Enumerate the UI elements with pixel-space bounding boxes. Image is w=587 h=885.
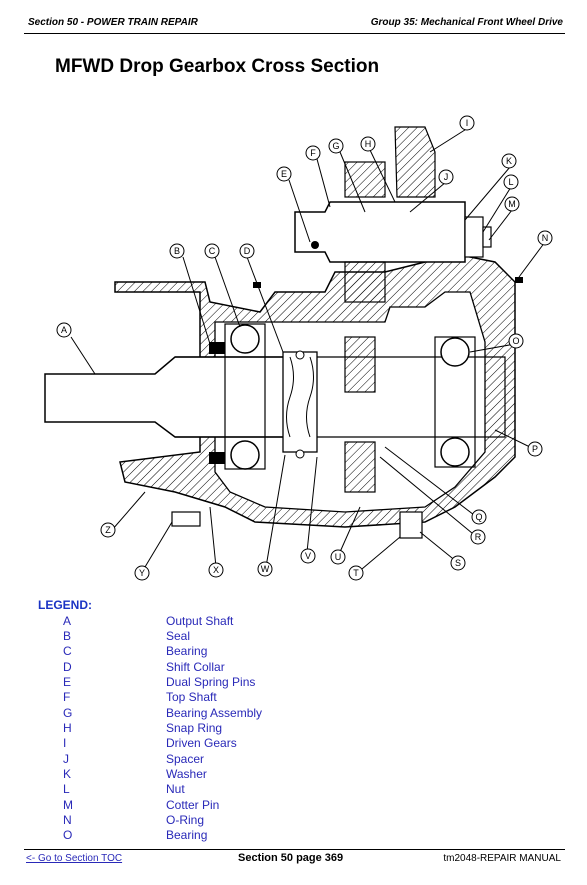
callout-leader-lines	[70, 127, 546, 575]
legend-letter: A	[63, 614, 72, 628]
callout-x: X	[213, 565, 219, 575]
gearbox-cross-section-diagram: A B C D E F G H I J K L M N O P Q R S T …	[44, 115, 553, 581]
legend-desc: Snap Ring	[166, 721, 223, 735]
legend-letter: K	[63, 767, 72, 781]
callout-c: C	[209, 246, 216, 256]
callout-q: Q	[475, 512, 482, 522]
footer-rule	[24, 849, 565, 850]
housing-shapes	[44, 126, 523, 539]
page-title: MFWD Drop Gearbox Cross Section	[55, 56, 380, 77]
legend-desc: Dual Spring Pins	[166, 675, 256, 689]
legend-desc: Nut	[166, 782, 185, 796]
legend-letter: L	[63, 782, 70, 796]
legend-desc: Top Shaft	[166, 690, 217, 704]
legend-letter: F	[63, 690, 71, 704]
callout-p: P	[532, 444, 538, 454]
callout-u: U	[335, 552, 342, 562]
callout-a: A	[61, 325, 67, 335]
header-group: Group 35: Mechanical Front Wheel Drive	[370, 17, 563, 28]
callout-labels: A B C D E F G H I J K L M N O P Q R S T …	[61, 118, 548, 578]
callout-j: J	[444, 172, 449, 182]
callout-k: K	[506, 156, 512, 166]
legend-heading: LEGEND:	[38, 598, 92, 612]
legend-desc: Washer	[166, 767, 207, 781]
legend-letter: M	[63, 798, 73, 812]
legend-letter: G	[63, 706, 73, 720]
callout-t: T	[353, 568, 359, 578]
callout-y: Y	[139, 568, 145, 578]
legend-letter: H	[63, 721, 72, 735]
callout-w: W	[261, 564, 270, 574]
page-number: Section 50 page 369	[238, 852, 344, 864]
legend-desc: Output Shaft	[166, 614, 234, 628]
callout-g: G	[332, 141, 339, 151]
legend-desc: Spacer	[166, 752, 205, 766]
callout-b: B	[174, 246, 180, 256]
go-to-section-toc-link[interactable]: <- Go to Section TOC	[26, 853, 123, 864]
legend-letter: J	[63, 752, 69, 766]
callout-h: H	[365, 139, 372, 149]
legend-desc: O-Ring	[166, 813, 205, 827]
callout-f: F	[310, 148, 316, 158]
legend-desc: Bearing	[166, 644, 208, 658]
legend-desc: Bearing Assembly	[166, 706, 263, 720]
callout-d: D	[244, 246, 251, 256]
legend-desc: Seal	[166, 629, 191, 643]
legend-letter: B	[63, 629, 72, 643]
legend-letter: O	[63, 828, 73, 842]
callout-markers	[56, 115, 553, 581]
legend-letter: E	[63, 675, 72, 689]
legend-desc: Cotter Pin	[166, 798, 220, 812]
header-rule	[24, 33, 565, 34]
callout-l: L	[508, 177, 513, 187]
callout-r: R	[475, 532, 482, 542]
callout-z: Z	[105, 525, 111, 535]
legend-letter: C	[63, 644, 72, 658]
callout-n: N	[542, 233, 549, 243]
callout-v: V	[305, 551, 311, 561]
callout-e: E	[281, 169, 287, 179]
header-section: Section 50 - POWER TRAIN REPAIR	[28, 17, 198, 28]
legend-letter: D	[63, 660, 72, 674]
callout-m: M	[508, 199, 516, 209]
callout-o: O	[512, 336, 519, 346]
legend-desc: Shift Collar	[166, 660, 225, 674]
legend-letter: N	[63, 813, 72, 827]
legend-desc: Driven Gears	[166, 736, 237, 750]
manual-id: tm2048-REPAIR MANUAL	[443, 853, 561, 864]
legend-desc: Bearing	[166, 828, 208, 842]
callout-i: I	[466, 118, 469, 128]
legend-letter: I	[63, 736, 67, 750]
callout-s: S	[455, 558, 461, 568]
